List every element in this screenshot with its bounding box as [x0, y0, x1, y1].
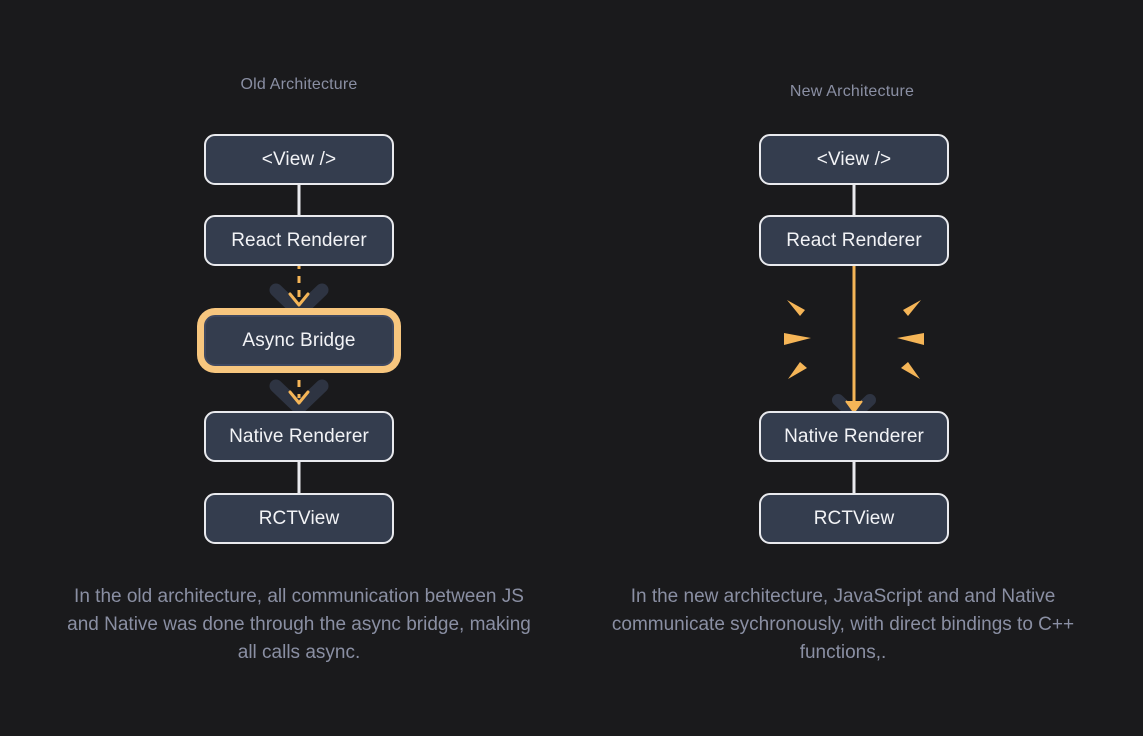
burst-ray-right-lower	[901, 362, 920, 379]
connector-new-native-renderer-to-rctview	[852, 458, 856, 498]
node-old-native-renderer[interactable]: Native Renderer	[204, 411, 394, 462]
arrowhead-icon	[288, 390, 310, 405]
node-new-react-renderer[interactable]: React Renderer	[759, 215, 949, 266]
node-old-react-renderer[interactable]: React Renderer	[204, 215, 394, 266]
node-new-view[interactable]: <View />	[759, 134, 949, 185]
burst-ray-left-middle	[784, 333, 811, 345]
burst-ray-right-upper	[903, 300, 921, 316]
node-old-rctview[interactable]: RCTView	[204, 493, 394, 544]
connector-new-view-to-react-renderer	[852, 182, 856, 220]
node-new-native-renderer[interactable]: Native Renderer	[759, 411, 949, 462]
node-old-view[interactable]: <View />	[204, 134, 394, 185]
node-new-rctview[interactable]: RCTView	[759, 493, 949, 544]
column-title-new-architecture: New Architecture	[789, 83, 915, 100]
arrow-old-react-renderer-to-async-bridge	[269, 262, 329, 319]
node-old-async-bridge[interactable]: Async Bridge	[204, 315, 394, 366]
caption-old-architecture: In the old architecture, all communicati…	[67, 586, 531, 663]
connector-old-view-to-react-renderer	[297, 182, 301, 220]
bridge-removed-burst-icon	[784, 300, 924, 379]
burst-ray-right-middle	[897, 333, 924, 345]
arrow-old-async-bridge-to-native-renderer	[269, 366, 329, 415]
burst-ray-left-upper	[787, 300, 805, 316]
arrowhead-icon	[288, 292, 310, 307]
chevron-wing-icon	[269, 283, 329, 319]
column-title-old-architecture: Old Architecture	[240, 76, 358, 93]
chevron-wing-icon	[269, 379, 329, 415]
arrow-new-react-renderer-to-native-renderer	[832, 264, 876, 421]
connector-old-native-renderer-to-rctview	[297, 458, 301, 498]
caption-new-architecture: In the new architecture, JavaScript and …	[611, 586, 1075, 663]
burst-ray-left-lower	[788, 362, 807, 379]
